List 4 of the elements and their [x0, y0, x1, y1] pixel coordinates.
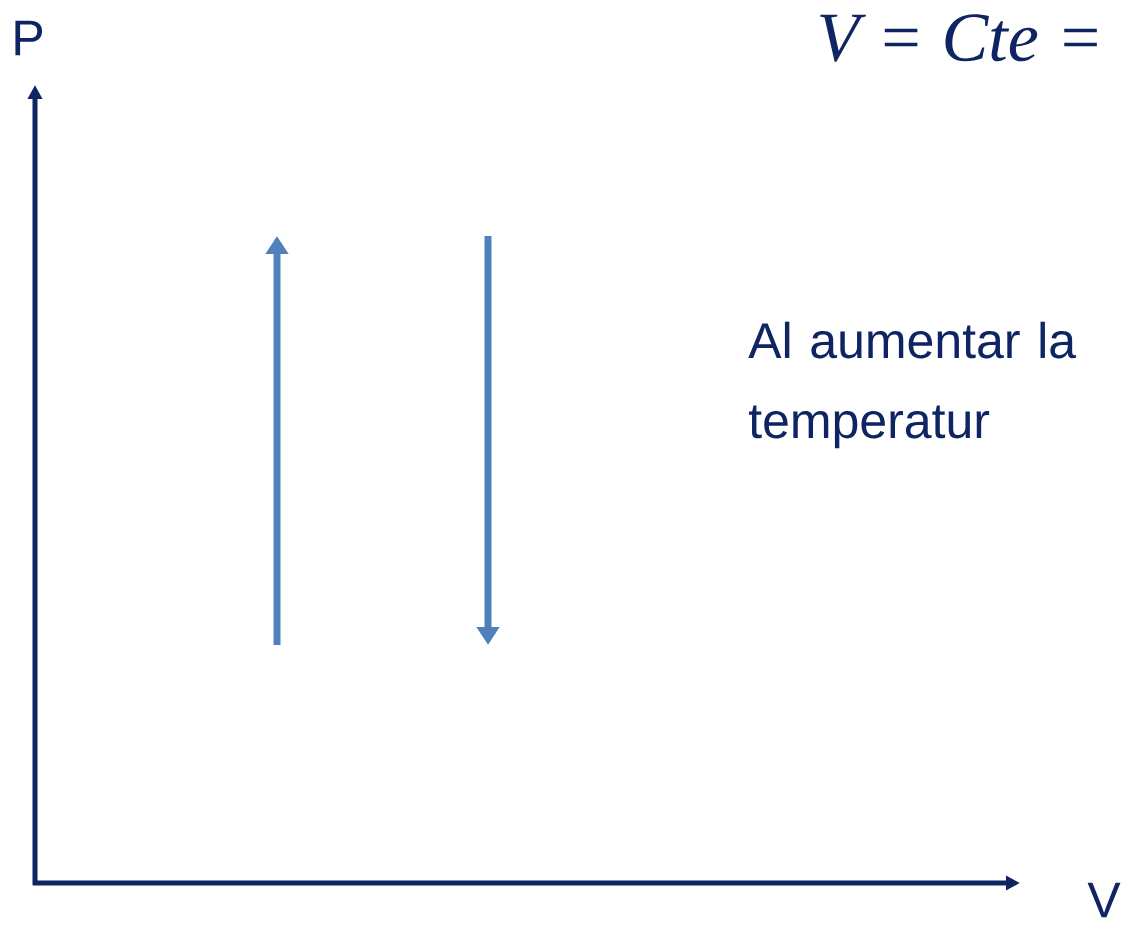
axis-label: P — [15, 20, 43, 56]
annotation-text: Al aumentar la temperatur — [748, 321, 1077, 449]
axis-label: V — [1087, 882, 1121, 918]
formula-text: V = Cte = — [820, 14, 1097, 62]
